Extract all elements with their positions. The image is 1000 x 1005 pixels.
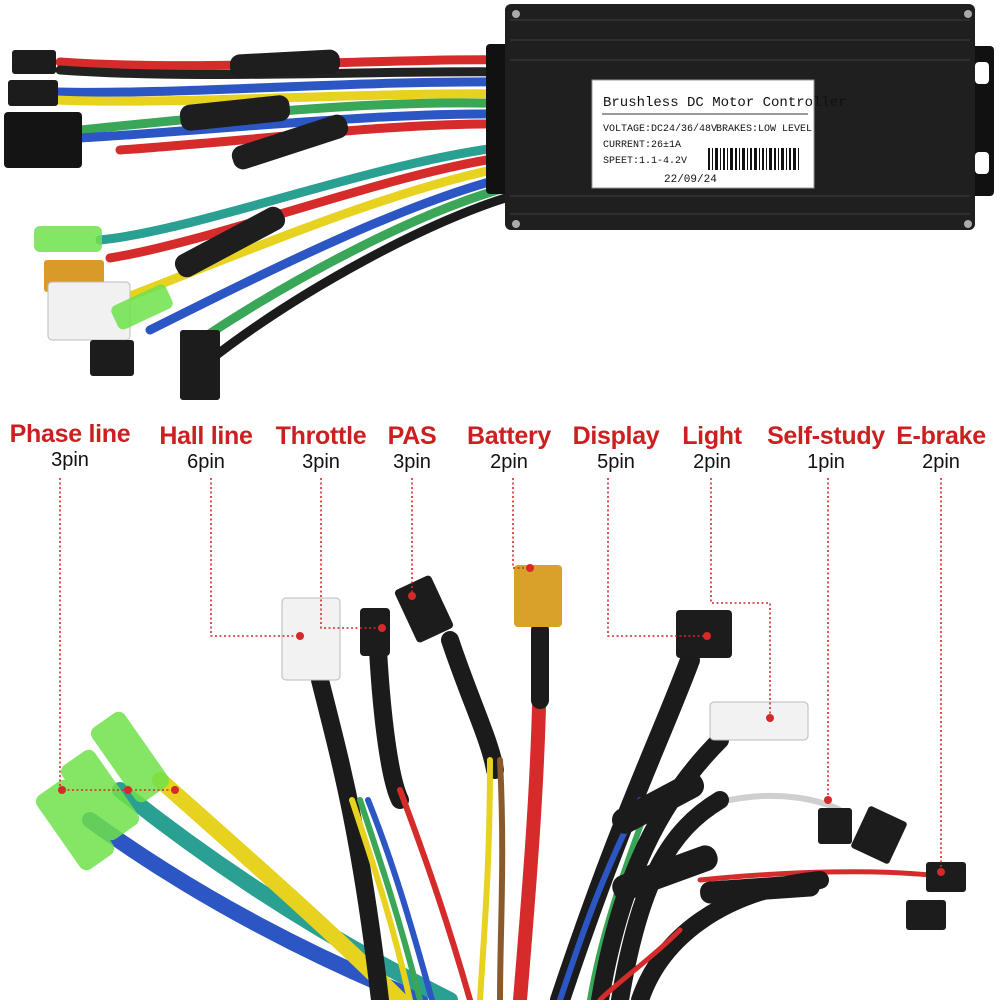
- label-pins: 2pin: [922, 451, 960, 473]
- plate-title: Brushless DC Motor Controller: [603, 95, 847, 111]
- leader-throttle: [320, 478, 382, 629]
- label-pins: 2pin: [693, 451, 731, 473]
- leader-hall-line: [210, 478, 300, 637]
- leader-dots: [58, 564, 945, 876]
- label-name: Light: [682, 422, 742, 450]
- leader-battery: [512, 478, 528, 569]
- label-name: Throttle: [275, 422, 367, 450]
- controller-photo: Brushless DC Motor Controller VOLTAGE:DC…: [4, 4, 994, 400]
- label-battery: Battery 2pin: [455, 422, 563, 473]
- label-hall-line: Hall line 6pin: [146, 422, 266, 473]
- label-name: Display: [572, 422, 660, 450]
- label-name: Hall line: [159, 422, 253, 450]
- label-pins: 1pin: [807, 451, 845, 473]
- plate-current: CURRENT:26±1A: [603, 140, 681, 151]
- label-name: E-brake: [896, 422, 986, 450]
- label-e-brake: E-brake 2pin: [884, 422, 998, 473]
- leader-light: [710, 478, 771, 718]
- label-throttle: Throttle 3pin: [262, 422, 380, 473]
- label-pas: PAS 3pin: [376, 422, 448, 473]
- plate-brakes: BRAKES:LOW LEVEL: [716, 124, 812, 135]
- label-pins: 5pin: [597, 451, 635, 473]
- label-pins: 2pin: [490, 451, 528, 473]
- leader-display: [607, 478, 707, 637]
- barcode: [708, 148, 799, 170]
- label-name: PAS: [387, 422, 437, 450]
- label-pins: 3pin: [51, 449, 89, 471]
- label-display: Display 5pin: [564, 422, 668, 473]
- label-pins: 3pin: [393, 451, 431, 473]
- label-name: Battery: [466, 422, 552, 450]
- label-pins: 6pin: [187, 451, 225, 473]
- label-self-study: Self-study 1pin: [756, 422, 896, 473]
- label-light: Light 2pin: [672, 422, 752, 473]
- label-name: Self-study: [767, 422, 885, 450]
- plate-voltage: VOLTAGE:DC24/36/48V: [603, 123, 717, 135]
- label-pins: 3pin: [302, 451, 340, 473]
- plate-speed: SPEET:1.1-4.2V: [603, 156, 687, 167]
- wiring-harness-photo: [35, 565, 966, 1005]
- plate-date: 22/09/24: [664, 174, 717, 186]
- controller-spec-plate: Brushless DC Motor Controller VOLTAGE:DC…: [591, 79, 847, 189]
- label-phase-line: Phase line 3pin: [0, 420, 140, 471]
- label-name: Phase line: [9, 420, 131, 448]
